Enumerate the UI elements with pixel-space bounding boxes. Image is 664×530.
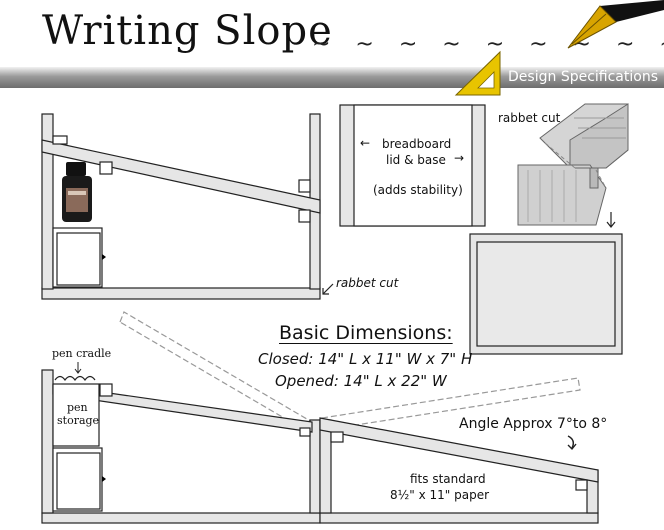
closed-slope-diagram xyxy=(41,113,321,300)
dimensions-opened: Opened: 14" L x 22" W xyxy=(275,372,447,390)
opened-slope-diagram xyxy=(41,311,599,524)
fits-standard-line1: fits standard xyxy=(410,472,486,486)
pen-storage-label-line1: pen xyxy=(67,401,88,414)
rabbet-cut-label-top: rabbet cut xyxy=(498,111,561,125)
dimensions-closed: Closed: 14" L x 11" W x 7" H xyxy=(258,350,473,368)
rabbet-cut-label-side: rabbet cut xyxy=(336,276,399,290)
section-label: Design Specifications xyxy=(508,69,658,85)
page-title: Writing Slope xyxy=(42,8,333,54)
breadboard-label-line1: breadboard xyxy=(382,137,452,151)
rabbet-down-arrow xyxy=(606,212,616,228)
rabbet-box-diagram xyxy=(469,233,623,355)
pen-cradle-arrow xyxy=(74,362,82,374)
fits-standard-line2: 8½" x 11" paper xyxy=(390,488,490,502)
pen-cradle-label: pen cradle xyxy=(52,347,112,360)
fountain-pen-icon xyxy=(567,0,664,49)
angle-label: Angle Approx 7°to 8° xyxy=(459,416,608,432)
breadboard-label-line2: lid & base xyxy=(386,153,446,167)
rabbet-joint-illustration xyxy=(517,103,629,226)
breadboard-left-arrow: ← xyxy=(360,136,371,150)
dimensions-title: Basic Dimensions: xyxy=(279,322,453,344)
ink-bottle-icon xyxy=(62,162,92,222)
breadboard-note: (adds stability) xyxy=(373,183,463,197)
breadboard-right-arrow: → xyxy=(454,151,465,165)
triangle-ruler-icon xyxy=(454,50,501,96)
pen-storage-label-line2: storage xyxy=(57,414,100,427)
breadboard-diagram xyxy=(339,104,486,227)
title-tilde-decoration: ~ ~ ~ ~ ~ ~ ~ ~ ~ xyxy=(312,32,664,57)
rabbet-pointer-arrow xyxy=(322,283,334,295)
angle-curved-arrow xyxy=(567,435,577,451)
